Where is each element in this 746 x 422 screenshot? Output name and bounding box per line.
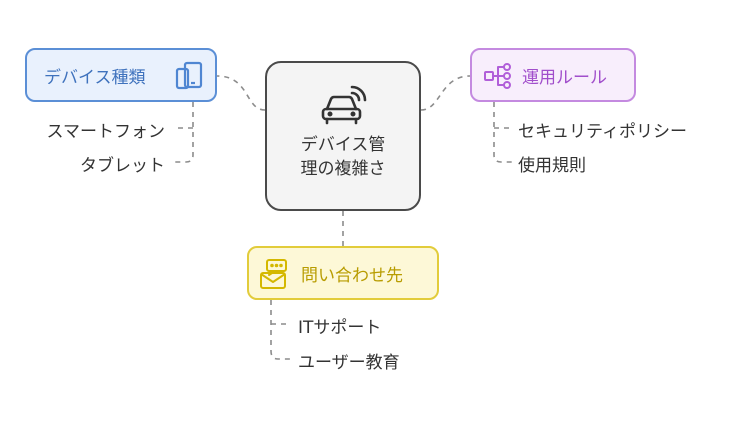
connector-contact-leaves: [270, 300, 290, 360]
leaf-it-support: ITサポート: [298, 318, 382, 338]
car-icon: [321, 85, 367, 125]
branch-contact: 問い合わせ先: [247, 246, 439, 300]
leaf-smartphone: スマートフォン: [46, 122, 166, 142]
leaf-usage-rules: 使用規則: [518, 156, 586, 176]
smartphone-tablet-icon: [175, 61, 203, 90]
leaf-tablet: タブレット: [80, 156, 165, 176]
branch-operation-label: 運用ルール: [522, 67, 607, 88]
center-title-line2: 理の複雑さ: [300, 159, 386, 179]
branch-contact-label: 問い合わせ先: [301, 265, 403, 286]
leaf-user-education: ユーザー教育: [298, 353, 400, 373]
connector-center-operation: [420, 75, 471, 111]
connector-devices-leaves: [174, 102, 194, 163]
branch-operation: 運用ルール: [470, 48, 636, 102]
branch-devices-label: デバイス種類: [44, 67, 146, 88]
center-title-line1: デバイス管: [300, 135, 386, 155]
hierarchy-icon: [484, 63, 511, 89]
leaf-security-policy: セキュリティポリシー: [518, 122, 687, 142]
envelope-chat-icon: [260, 259, 287, 289]
connector-center-devices: [216, 75, 266, 111]
branch-devices: デバイス種類: [25, 48, 217, 102]
center-node: デバイス管 理の複雑さ: [265, 61, 421, 211]
connector-operation-leaves: [493, 102, 512, 163]
